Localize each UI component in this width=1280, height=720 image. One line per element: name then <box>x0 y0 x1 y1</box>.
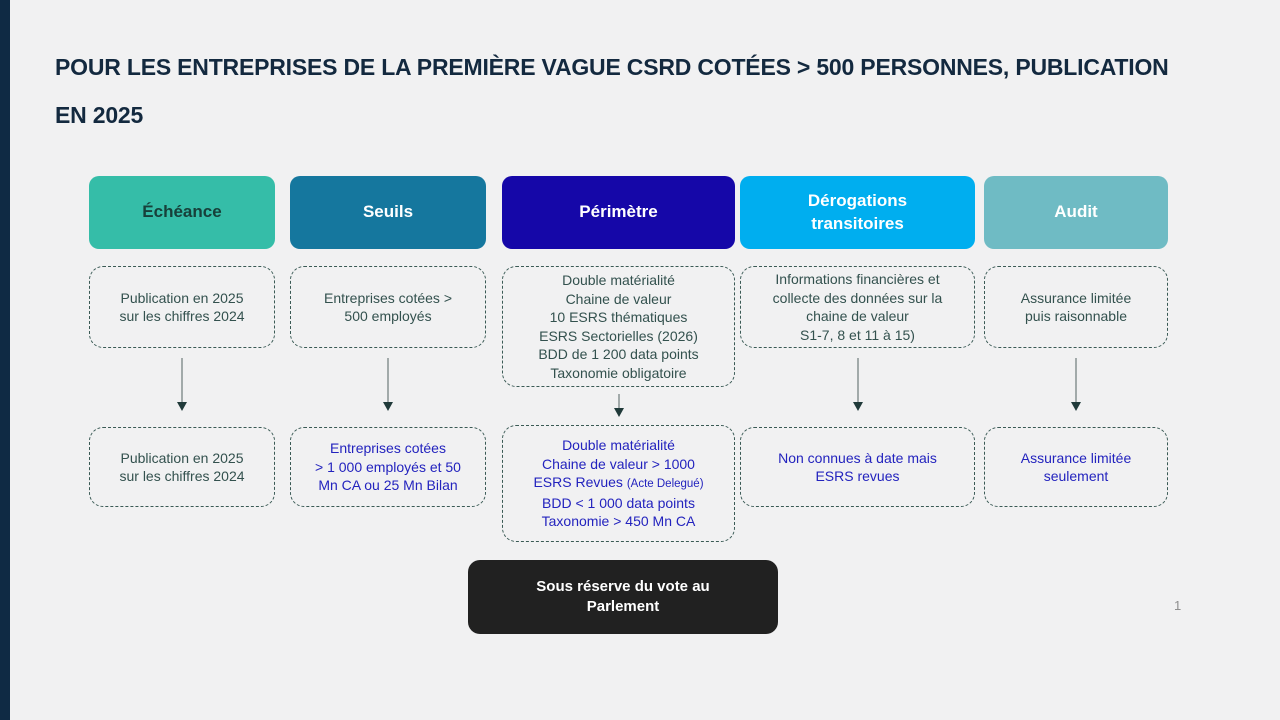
echeance-current-box: Publication en 2025 sur les chiffres 202… <box>89 266 275 348</box>
perimetre-future-lines-b: BDD < 1 000 data points Taxonomie > 450 … <box>541 494 696 530</box>
arrow-shaft <box>1075 358 1077 402</box>
arrow-shaft <box>856 358 859 402</box>
arrow-tip <box>1071 402 1081 411</box>
note-box: Sous réserve du vote au Parlement <box>468 560 778 634</box>
arrow-shaft <box>617 394 620 408</box>
down-arrow-icon <box>1071 358 1081 411</box>
arrow-tip <box>383 402 393 411</box>
down-arrow-icon <box>383 358 393 411</box>
arrow-tip <box>852 402 863 411</box>
perimetre-future-lines-a: Double matérialité Chaine de valeur > 10… <box>542 437 695 472</box>
slide-title: POUR LES ENTREPRISES DE LA PREMIÈRE VAGU… <box>55 43 1169 139</box>
perimetre-future-esrs: ESRS Revues <box>533 474 623 491</box>
perimetre-future-esrs-note: (Acte Delegué) <box>626 478 704 491</box>
left-accent-bar <box>0 0 10 720</box>
audit-current-box: Assurance limitée puis raisonnable <box>984 266 1168 348</box>
column-header-echeance: Échéance <box>89 176 275 249</box>
column-header-seuils: Seuils <box>290 176 486 249</box>
seuils-current-box: Entreprises cotées > 500 employés <box>290 266 486 348</box>
seuils-future-box: Entreprises cotées > 1 000 employés et 5… <box>290 427 486 507</box>
arrow-tip <box>177 402 187 411</box>
column-derogations: Dérogations transitoires Informations fi… <box>740 176 975 606</box>
arrow-tip <box>613 408 624 417</box>
page-number: 1 <box>1174 598 1182 613</box>
column-header-audit: Audit <box>984 176 1168 249</box>
down-arrow-icon <box>852 358 863 411</box>
derogations-future-box: Non connues à date mais ESRS revues <box>740 427 975 507</box>
column-header-derogations: Dérogations transitoires <box>740 176 975 249</box>
perimetre-current-box: Double matérialité Chaine de valeur 10 E… <box>502 266 735 387</box>
derogations-current-box: Informations financières et collecte des… <box>740 266 975 348</box>
column-echeance: Échéance Publication en 2025 sur les chi… <box>89 176 275 606</box>
column-audit: Audit Assurance limitée puis raisonnable… <box>984 176 1168 606</box>
column-perimetre: Périmètre Double matérialité Chaine de v… <box>502 176 735 606</box>
slide-title-line2: EN 2025 <box>55 102 144 129</box>
perimetre-future-esrs-line: ESRS Revues (Acte Delegué) <box>533 473 703 494</box>
down-arrow-icon <box>613 394 624 417</box>
perimetre-future-box: Double matérialité Chaine de valeur > 10… <box>502 425 735 542</box>
column-seuils: Seuils Entreprises cotées > 500 employés… <box>290 176 486 606</box>
audit-future-box: Assurance limitée seulement <box>984 427 1168 507</box>
column-header-perimetre: Périmètre <box>502 176 735 249</box>
slide-title-line1: POUR LES ENTREPRISES DE LA PREMIÈRE VAGU… <box>55 54 1169 81</box>
echeance-future-box: Publication en 2025 sur les chiffres 202… <box>89 427 275 507</box>
arrow-shaft <box>181 358 183 402</box>
down-arrow-icon <box>177 358 187 411</box>
arrow-shaft <box>387 358 389 402</box>
